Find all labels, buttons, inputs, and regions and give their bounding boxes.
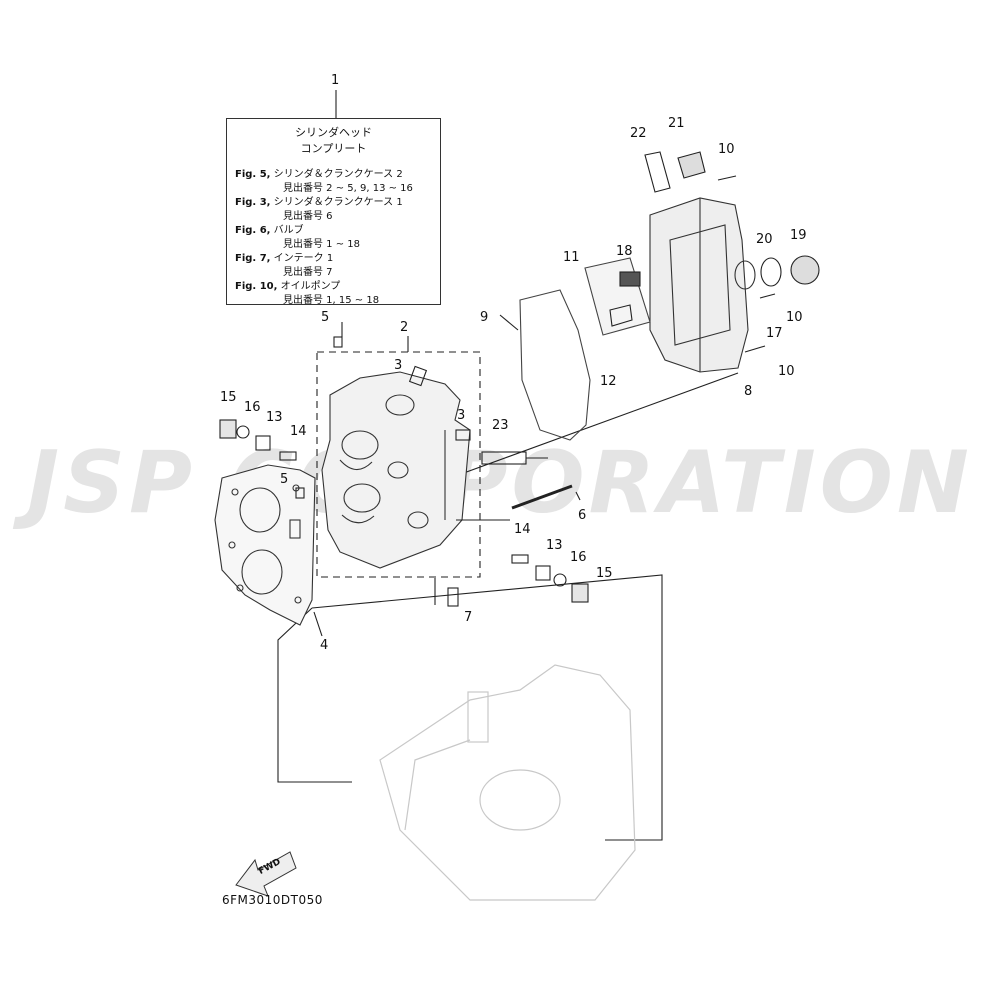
assembly-guide-line xyxy=(277,607,352,783)
label-16a: 16 xyxy=(244,400,261,415)
label-5b: 5 xyxy=(280,472,289,487)
label-3a: 3 xyxy=(394,358,403,373)
ref-1: Fig. 3, シリンダ＆クランクケース 1 xyxy=(235,197,403,208)
oil-filler-cap xyxy=(790,255,820,285)
reference-callout: シリンダヘッド コンプリート Fig. 5, シリンダ＆クランクケース 2 見出… xyxy=(226,118,441,306)
ref-3-sub: 見出番号 7 xyxy=(283,267,333,278)
plate-21 xyxy=(677,151,706,179)
label-4: 4 xyxy=(320,638,329,653)
clip-22 xyxy=(644,151,671,193)
label-15a: 15 xyxy=(220,390,237,405)
label-21: 21 xyxy=(668,116,685,131)
spark-plug xyxy=(481,451,548,465)
cover-gasket xyxy=(519,289,591,441)
ref-2-sub: 見出番号 1 ~ 18 xyxy=(283,239,361,250)
ref-3: Fig. 7, インテーク 1 xyxy=(235,253,334,264)
label-2: 2 xyxy=(400,320,409,335)
label-6: 6 xyxy=(578,508,587,523)
label-7: 7 xyxy=(464,610,473,625)
ref-1-sub: 見出番号 6 xyxy=(283,211,333,222)
ref-4: Fig. 10, オイルポンプ xyxy=(235,281,341,292)
label-16b: 16 xyxy=(570,550,587,565)
head-gasket xyxy=(214,464,316,626)
head-group-frame xyxy=(316,351,481,578)
label-10b: 10 xyxy=(786,310,803,325)
label-13b: 13 xyxy=(546,538,563,553)
breather-plate xyxy=(584,257,651,336)
label-22: 22 xyxy=(630,126,647,141)
long-bolt xyxy=(511,484,573,510)
label-23: 23 xyxy=(492,418,509,433)
ref-0: Fig. 5, シリンダ＆クランクケース 2 xyxy=(235,169,403,180)
breather-element xyxy=(619,271,641,287)
label-10a: 10 xyxy=(718,142,735,157)
label-18: 18 xyxy=(616,244,633,259)
label-19: 19 xyxy=(790,228,807,243)
ref-0-sub: 見出番号 2 ~ 5, 9, 13 ~ 16 xyxy=(283,183,413,194)
ref-2: Fig. 6, バルブ xyxy=(235,225,304,236)
label-12: 12 xyxy=(600,374,617,389)
label-14b: 14 xyxy=(514,522,531,537)
label-11: 11 xyxy=(563,250,580,265)
label-14a: 14 xyxy=(290,424,307,439)
label-17: 17 xyxy=(766,326,783,341)
label-13a: 13 xyxy=(266,410,283,425)
label-1: 1 xyxy=(331,73,340,88)
callout-title-2: コンプリート xyxy=(300,142,367,155)
ref-4-sub: 見出番号 1, 15 ~ 18 xyxy=(283,295,380,306)
label-15b: 15 xyxy=(596,566,613,581)
head-cover xyxy=(649,197,756,373)
label-5a: 5 xyxy=(321,310,330,325)
label-10c: 10 xyxy=(778,364,795,379)
label-3b: 3 xyxy=(457,408,466,423)
document-code: 6FM3010DT050 xyxy=(222,893,323,907)
callout-title-1: シリンダヘッド xyxy=(295,126,372,139)
crankcase-ghost xyxy=(379,664,636,901)
label-9: 9 xyxy=(480,310,489,325)
label-8: 8 xyxy=(744,384,753,399)
label-20: 20 xyxy=(756,232,773,247)
fwd-arrow xyxy=(235,851,297,897)
o-ring xyxy=(760,257,782,287)
cylinder-head xyxy=(321,371,471,569)
